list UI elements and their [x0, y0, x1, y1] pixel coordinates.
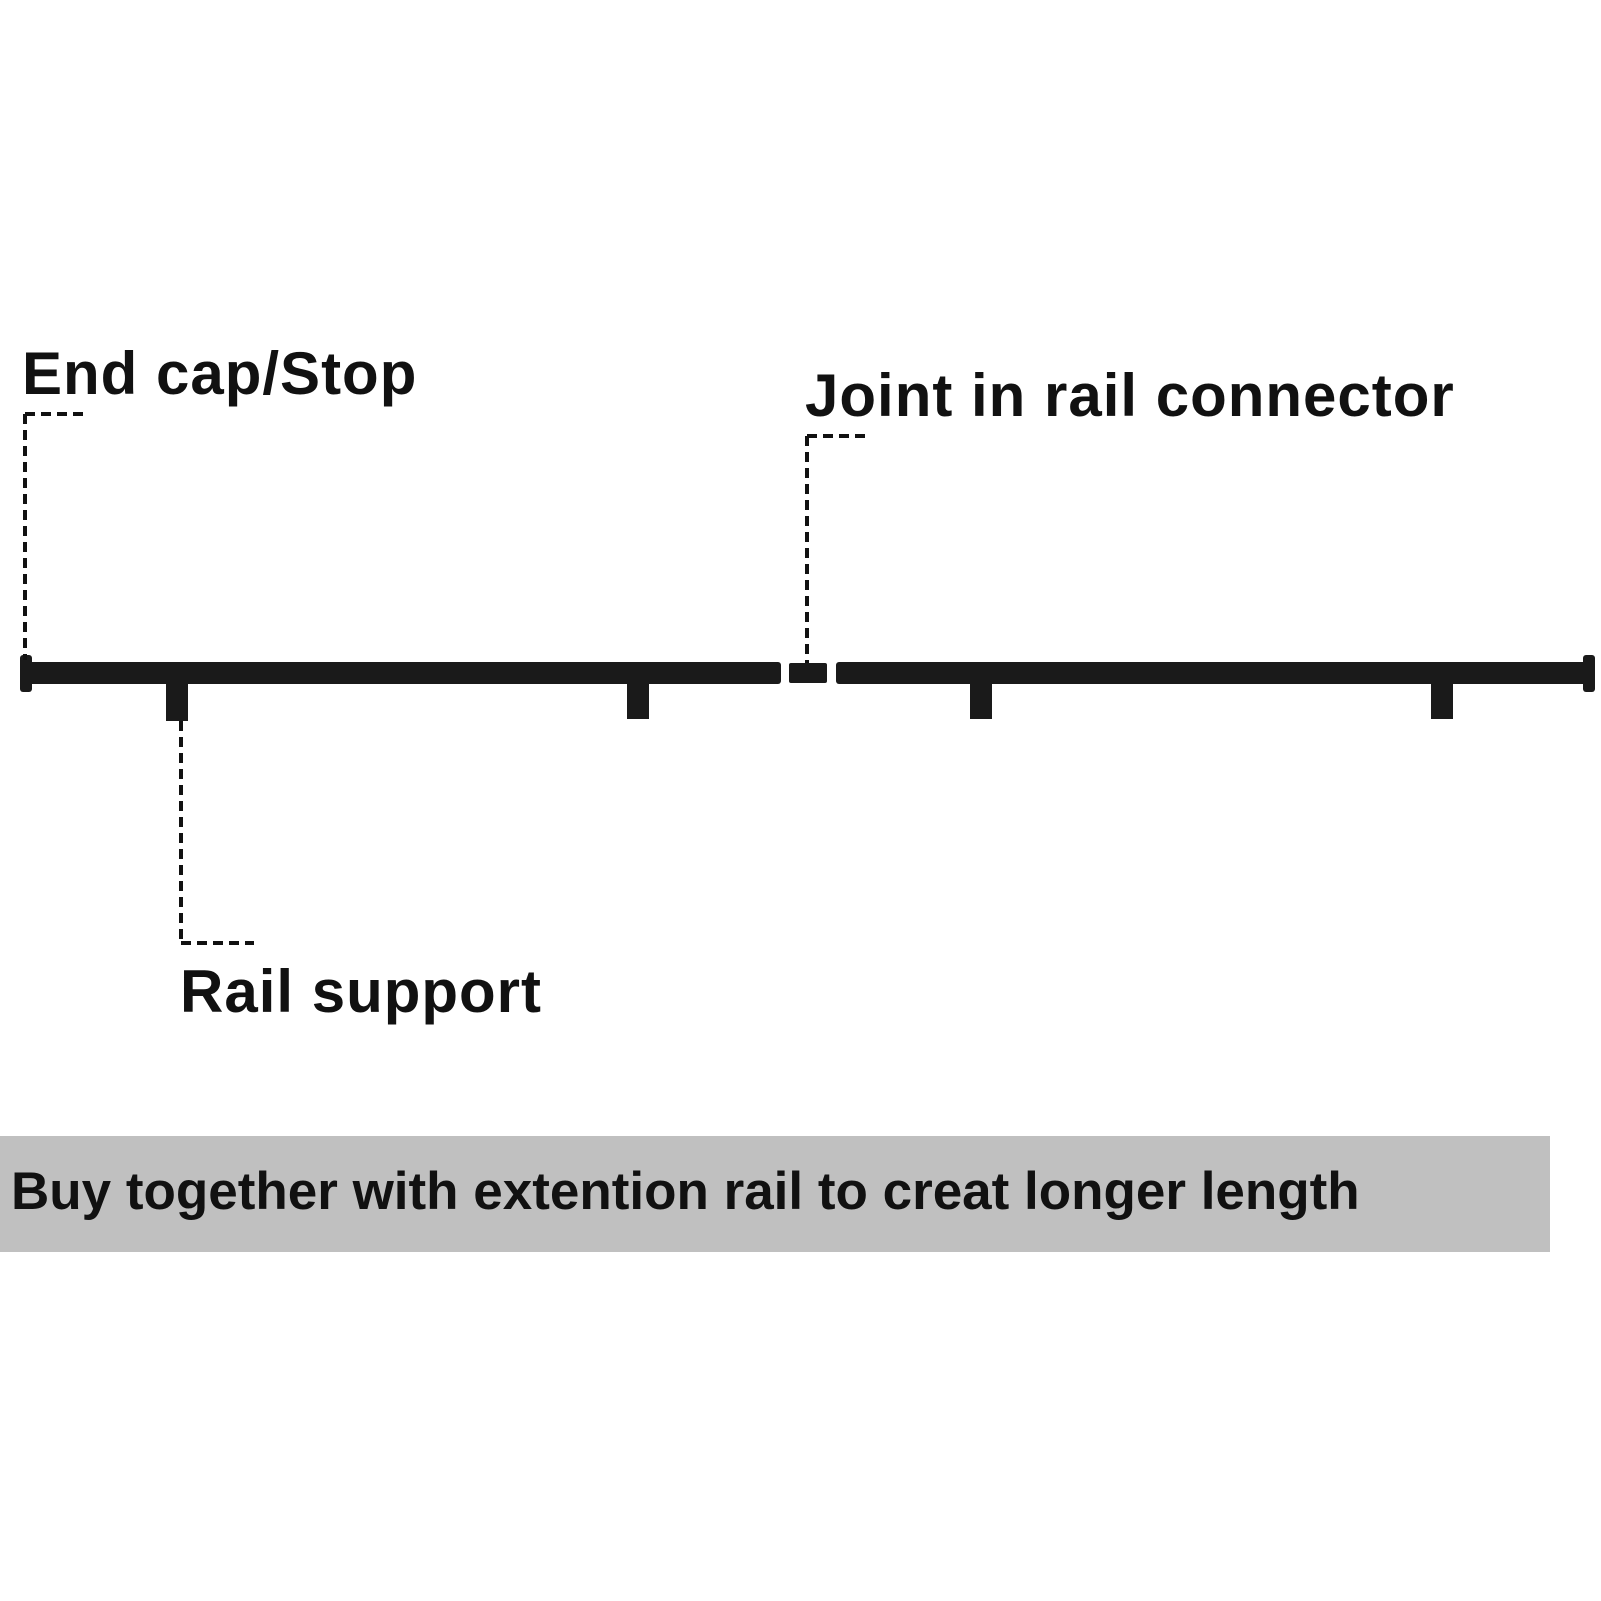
joint-connector-label: Joint in rail connector	[805, 362, 1455, 429]
end-cap-label: End cap/Stop	[22, 340, 418, 407]
rail-support-2	[627, 683, 649, 719]
end-cap-leader-line	[23, 412, 84, 660]
right-end-cap	[1583, 655, 1595, 692]
rail-support-1	[166, 683, 188, 721]
rail-support-leader-line	[179, 721, 254, 945]
right-rail-segment	[836, 662, 1590, 684]
joint-connector	[789, 663, 827, 683]
rail-support-4	[1431, 683, 1453, 719]
promo-banner-text: Buy together with extention rail to crea…	[11, 1162, 1360, 1221]
left-end-cap	[20, 655, 32, 692]
left-rail-segment	[24, 662, 781, 684]
promo-banner: Buy together with extention rail to crea…	[0, 1136, 1550, 1252]
rail-support-label: Rail support	[180, 958, 543, 1025]
joint-leader-line	[805, 434, 871, 663]
rail-support-3	[970, 683, 992, 719]
